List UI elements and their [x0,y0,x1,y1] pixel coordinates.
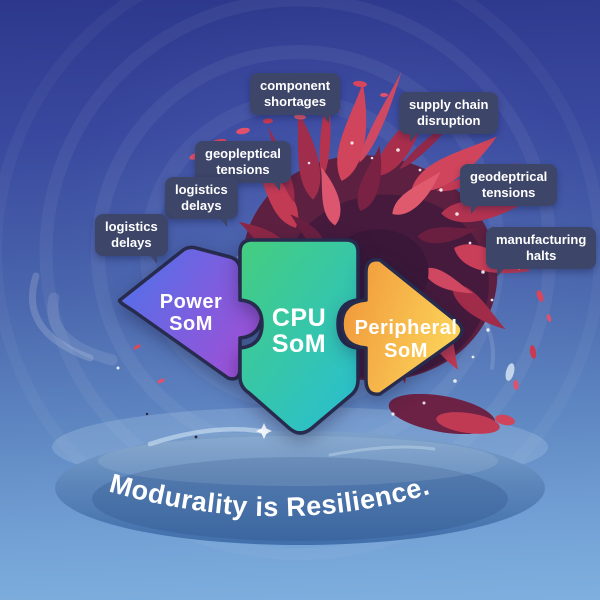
storm-bottom-splash [388,393,515,435]
bubble-line: disruption [416,112,481,128]
speech-bubble-geodeptrical-tensions: geodeptrical tensions [460,164,558,214]
bubble-line: component [260,78,331,93]
cpu-som-arrow [238,238,360,435]
peripheral-som-label-line2: SoM [384,340,428,362]
som-arrows [117,238,464,435]
bubble-line: delays [111,234,152,250]
platform-bowl-shading [92,457,508,541]
bubble-line: supply chain [409,97,489,112]
sparkle-icon [256,423,272,439]
bubble-line: logistics [105,219,158,234]
bubble-line: manufacturing [496,232,587,247]
power-som-label-line1: Power [160,291,223,313]
bubble-line: geodeptrical [470,169,548,184]
peripheral-som-arrow [340,258,464,396]
bubble-line: geopleptical [205,146,281,161]
bubble-line: shortages [263,93,327,109]
som-arrow-labels: Power SoM CPU SoM Peripheral SoM [160,291,458,362]
speech-bubble-geopleptical-tensions: geopleptical tensions [195,141,291,191]
platform-ellipse [55,431,545,545]
platform-top-highlight [98,436,498,486]
bubble-line: tensions [216,161,270,177]
power-som-label-line2: SoM [169,313,213,335]
platform-streak [147,427,269,447]
platform-streak [328,445,436,457]
bubble-line: tensions [481,184,536,200]
speech-bubble-logistics-delays-upper: logistics delays [165,177,238,227]
speech-bubble-logistics-delays-lower: logistics delays [95,214,168,264]
peripheral-som-label-line1: Peripheral [355,317,458,339]
speech-bubble-manufacturing-halts: manufacturing halts [486,227,597,277]
bubble-line: logistics [175,182,228,197]
cpu-som-label-line2: SoM [272,330,326,358]
speech-bubble-component-shortages: component shortages [250,73,341,123]
bubble-line: halts [525,247,557,263]
cpu-som-label-line1: CPU [272,304,326,332]
speech-bubble-supply-chain-disruption: supply chain disruption [399,92,499,142]
bubble-line: delays [181,197,222,213]
